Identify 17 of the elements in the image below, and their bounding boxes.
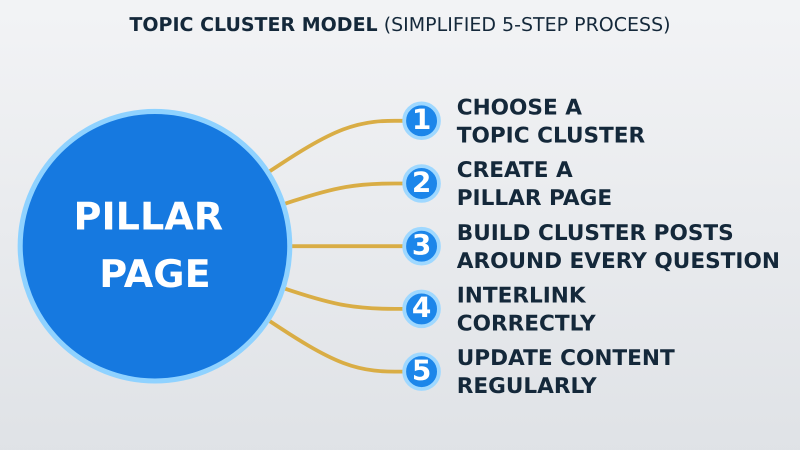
step-circle: 1 — [402, 102, 441, 140]
connector-line — [266, 318, 404, 374]
step-label: CHOOSE A TOPIC CLUSTER — [456, 95, 646, 148]
connector-line — [282, 286, 404, 311]
step-label: UPDATE CONTENT REGULARLY — [456, 346, 675, 400]
connector-line — [282, 182, 404, 206]
hub-circle: PILLAR PAGE — [18, 108, 292, 384]
step-label: CREATE A PILLAR PAGE — [456, 158, 612, 212]
step-circle: 4 — [402, 290, 441, 328]
step-circle: 3 — [402, 226, 441, 266]
connector-line — [290, 244, 404, 248]
step-circle: 2 — [402, 164, 441, 203]
step-circle: 5 — [402, 352, 441, 391]
connector-line — [266, 118, 404, 174]
step-label: BUILD CLUSTER POSTS AROUND EVERY QUESTION — [456, 220, 780, 274]
title: TOPIC CLUSTER MODEL (SIMPLIFIED 5-STEP PROCESS) — [129, 14, 671, 36]
step-label: INTERLINK CORRECTLY — [456, 284, 596, 337]
